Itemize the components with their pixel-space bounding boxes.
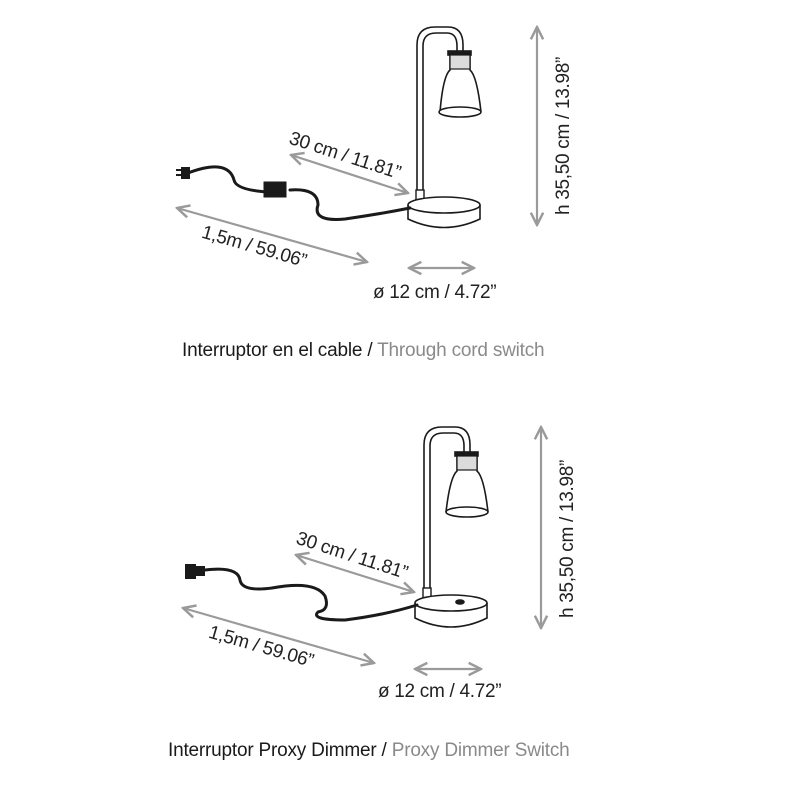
caption-english: Proxy Dimmer Switch xyxy=(391,740,570,761)
caption-separator: / xyxy=(362,340,378,361)
height-label: h 35,50 cm / 13.98” xyxy=(557,459,578,618)
dimension-arrows xyxy=(183,427,541,669)
plug-icon xyxy=(185,564,205,579)
base-diameter-label: ø 12 cm / 4.72” xyxy=(378,681,502,702)
base-diameter-label: ø 12 cm / 4.72” xyxy=(373,282,497,303)
plug-icon xyxy=(176,167,190,179)
cord-length-arrow xyxy=(177,208,367,262)
dimmer-sensor-icon xyxy=(455,599,465,605)
caption-spanish: Interruptor Proxy Dimmer xyxy=(168,740,377,761)
lamp-icon xyxy=(407,26,482,229)
caption-spanish: Interruptor en el cable xyxy=(182,340,363,361)
caption: Interruptor en el cable / Through cord s… xyxy=(182,340,545,362)
lamp-drawing xyxy=(0,0,785,380)
inline-switch-icon xyxy=(263,181,287,198)
lamp-icon xyxy=(414,426,489,628)
diagram-proxy-dimmer-switch: 30 cm / 11.81” 1,5m / 59.06” ø 12 cm / 4… xyxy=(0,400,785,785)
diagram-through-cord-switch: 30 cm / 11.81” 1,5m / 59.06” ø 12 cm / 4… xyxy=(0,0,785,380)
arm-length-arrow xyxy=(291,155,408,193)
caption-english: Through cord switch xyxy=(377,340,545,361)
caption: Interruptor Proxy Dimmer / Proxy Dimmer … xyxy=(168,740,570,762)
height-label: h 35,50 cm / 13.98” xyxy=(553,56,574,215)
cord-length-arrow xyxy=(183,608,374,663)
lamp-drawing xyxy=(0,400,785,785)
arm-length-arrow xyxy=(296,555,414,592)
dimension-arrows xyxy=(177,27,537,268)
caption-separator: / xyxy=(376,740,392,761)
